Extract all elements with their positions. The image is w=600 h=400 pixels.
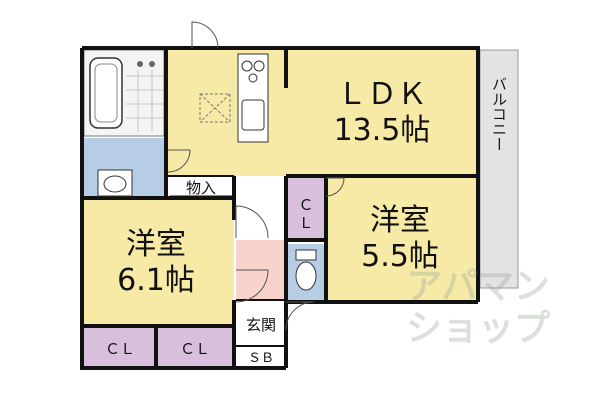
western-large-label: 洋室 <box>126 227 186 262</box>
interior-lines <box>166 175 286 347</box>
genkan-area <box>236 300 286 346</box>
western-room-small <box>326 178 476 302</box>
refrigerator-space <box>199 93 231 123</box>
shoe-box-area <box>236 346 286 368</box>
toilet-bowl <box>295 249 317 291</box>
western-large-size: 6.1帖 <box>117 263 195 298</box>
balcony-label: バルコニー <box>490 77 508 152</box>
balcony <box>479 49 519 289</box>
closet-2 <box>158 328 232 368</box>
closet-1-label: ＣＬ <box>105 340 135 358</box>
bathtub <box>89 57 155 129</box>
closet-small-room <box>288 178 324 238</box>
doors <box>167 21 345 331</box>
watermark-line1: アパマン <box>406 266 549 307</box>
closet-2-label: ＣＬ <box>180 340 210 358</box>
bath-tiles <box>126 70 164 132</box>
shoe-box-label: ＳＢ <box>248 351 274 366</box>
ldk-room <box>286 50 478 176</box>
wash-basin <box>97 169 133 197</box>
ldk-size: 13.5帖 <box>334 113 431 148</box>
apaman-shop-watermark: アパマン ショップ <box>406 266 550 349</box>
watermark-line2: ショップ <box>406 308 550 349</box>
closet-1 <box>84 328 156 368</box>
western-small-label: 洋室 <box>370 203 430 238</box>
western-room-large <box>84 200 234 326</box>
entrance-label: 玄関 <box>246 316 276 334</box>
closet-small-label-l: Ｌ <box>298 214 313 232</box>
ldk-label: ＬＤＫ <box>337 77 427 112</box>
kitchen-counter <box>237 53 269 143</box>
closet-small-label-c: Ｃ <box>298 196 313 214</box>
storage-label: 物入 <box>186 179 216 197</box>
walls <box>80 46 480 370</box>
western-small-size: 5.5帖 <box>361 239 439 274</box>
